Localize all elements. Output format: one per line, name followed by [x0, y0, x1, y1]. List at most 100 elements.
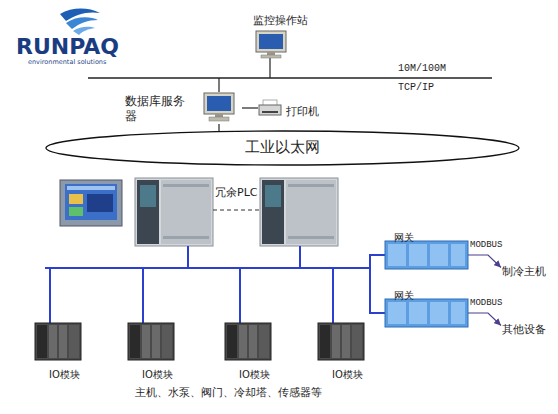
io-module [35, 323, 81, 360]
logo-swoosh [66, 17, 98, 29]
io-card [332, 325, 340, 358]
logo-tagline: environmental solutions [28, 58, 106, 66]
hmi-bar [67, 186, 115, 190]
io-card [142, 325, 150, 358]
logo-swoosh [73, 27, 95, 35]
io-card [37, 325, 47, 358]
gateway-body [385, 299, 468, 327]
plc-side [286, 180, 336, 244]
node-label: 制冷主机 [502, 265, 546, 279]
plc-vent [288, 236, 334, 239]
connector [468, 313, 501, 326]
io-card [59, 325, 67, 358]
computer-base [261, 55, 281, 58]
io-module-node: IO模块 [128, 322, 183, 376]
gateway-slot [451, 302, 465, 324]
printer-slot [262, 111, 278, 113]
bus-wire [239, 268, 241, 323]
network-speed: 10M/100M [398, 63, 446, 76]
node-label: 其他设备 [502, 323, 546, 337]
io-card [320, 325, 330, 358]
workstation-node: 监控操作站 [240, 14, 320, 60]
io-module [318, 323, 364, 360]
node-label: IO模块 [49, 369, 80, 382]
io-card [130, 325, 140, 358]
redundancy-link [213, 209, 260, 210]
gateway-body [385, 241, 468, 269]
node-label: IO模块 [332, 369, 363, 382]
gateway-module [385, 299, 468, 327]
gateway-slot [430, 244, 448, 266]
io-card [69, 325, 79, 358]
io-card [352, 325, 362, 358]
computer-stand [215, 114, 223, 117]
io-card [49, 325, 57, 358]
gateway-slot [388, 244, 406, 266]
device-label-node: 制冷主机 [502, 260, 552, 275]
io-rack [318, 323, 364, 360]
network-drop [269, 58, 270, 78]
plc-display [265, 185, 281, 207]
io-module [128, 323, 174, 360]
connector [242, 107, 258, 108]
gateway-slot [409, 302, 427, 324]
gateway-slot [409, 244, 427, 266]
gateway-node: 网关 [384, 226, 468, 272]
network-protocol: TCP/IP [398, 82, 434, 95]
io-card [152, 325, 160, 358]
hmi-widget [69, 207, 83, 216]
bus-wire [369, 254, 371, 314]
node-label: IO模块 [142, 369, 173, 382]
hmi-widget [87, 194, 113, 212]
io-card [342, 325, 350, 358]
device-label-node: 其他设备 [502, 318, 552, 333]
bus-wire [45, 267, 371, 269]
io-module-node: IO模块 [35, 322, 90, 376]
node-label: 数据库服务器 [125, 94, 191, 124]
plc-vent [163, 184, 209, 187]
protocol-label: MODBUS [469, 298, 503, 309]
plc-side [161, 180, 211, 244]
plc-front [137, 180, 159, 244]
node-label: IO模块 [239, 369, 270, 382]
network-drop [218, 78, 219, 92]
io-card [162, 325, 172, 358]
bus-wire [142, 268, 144, 323]
hmi-panel [60, 180, 122, 226]
ethernet-ellipse-shape [46, 131, 519, 165]
node-label: 网关 [394, 232, 414, 245]
bus-wire [187, 246, 189, 268]
node-label: 监控操作站 [240, 14, 320, 28]
field-devices-note: 主机、水泵、阀门、冷却塔、传感器等 [135, 386, 322, 400]
gateway-slot [388, 302, 406, 324]
hmi-screen [65, 184, 117, 220]
bus-wire [332, 268, 334, 323]
bus-wire [370, 254, 385, 256]
bus-wire [49, 268, 51, 323]
node-label: 网关 [394, 290, 414, 303]
io-card [259, 325, 269, 358]
io-module-node: IO模块 [225, 322, 280, 376]
gateway-slot [430, 302, 448, 324]
redundancy-label: 冗余PLC [215, 186, 257, 200]
plc-display [140, 185, 156, 207]
connector [218, 124, 219, 132]
io-rack [128, 323, 174, 360]
hmi-widget [69, 194, 83, 204]
computer-icon [204, 93, 234, 114]
computer-screen [259, 34, 283, 49]
bus-wire [370, 312, 385, 314]
protocol-label: MODBUS [469, 240, 503, 251]
server-node: 数据库服务器 [125, 92, 242, 124]
node-label: 打印机 [286, 105, 319, 119]
gateway-slot [451, 244, 465, 266]
printer-icon [259, 105, 281, 115]
connector [468, 255, 501, 268]
computer-screen [207, 96, 231, 111]
logo-text: RUNPAQ [16, 33, 119, 61]
gateway-node: 网关 [384, 284, 468, 330]
plc-body [135, 178, 213, 246]
io-card [249, 325, 257, 358]
computer-stand [267, 52, 275, 55]
printer-node: 打印机 [258, 99, 330, 117]
